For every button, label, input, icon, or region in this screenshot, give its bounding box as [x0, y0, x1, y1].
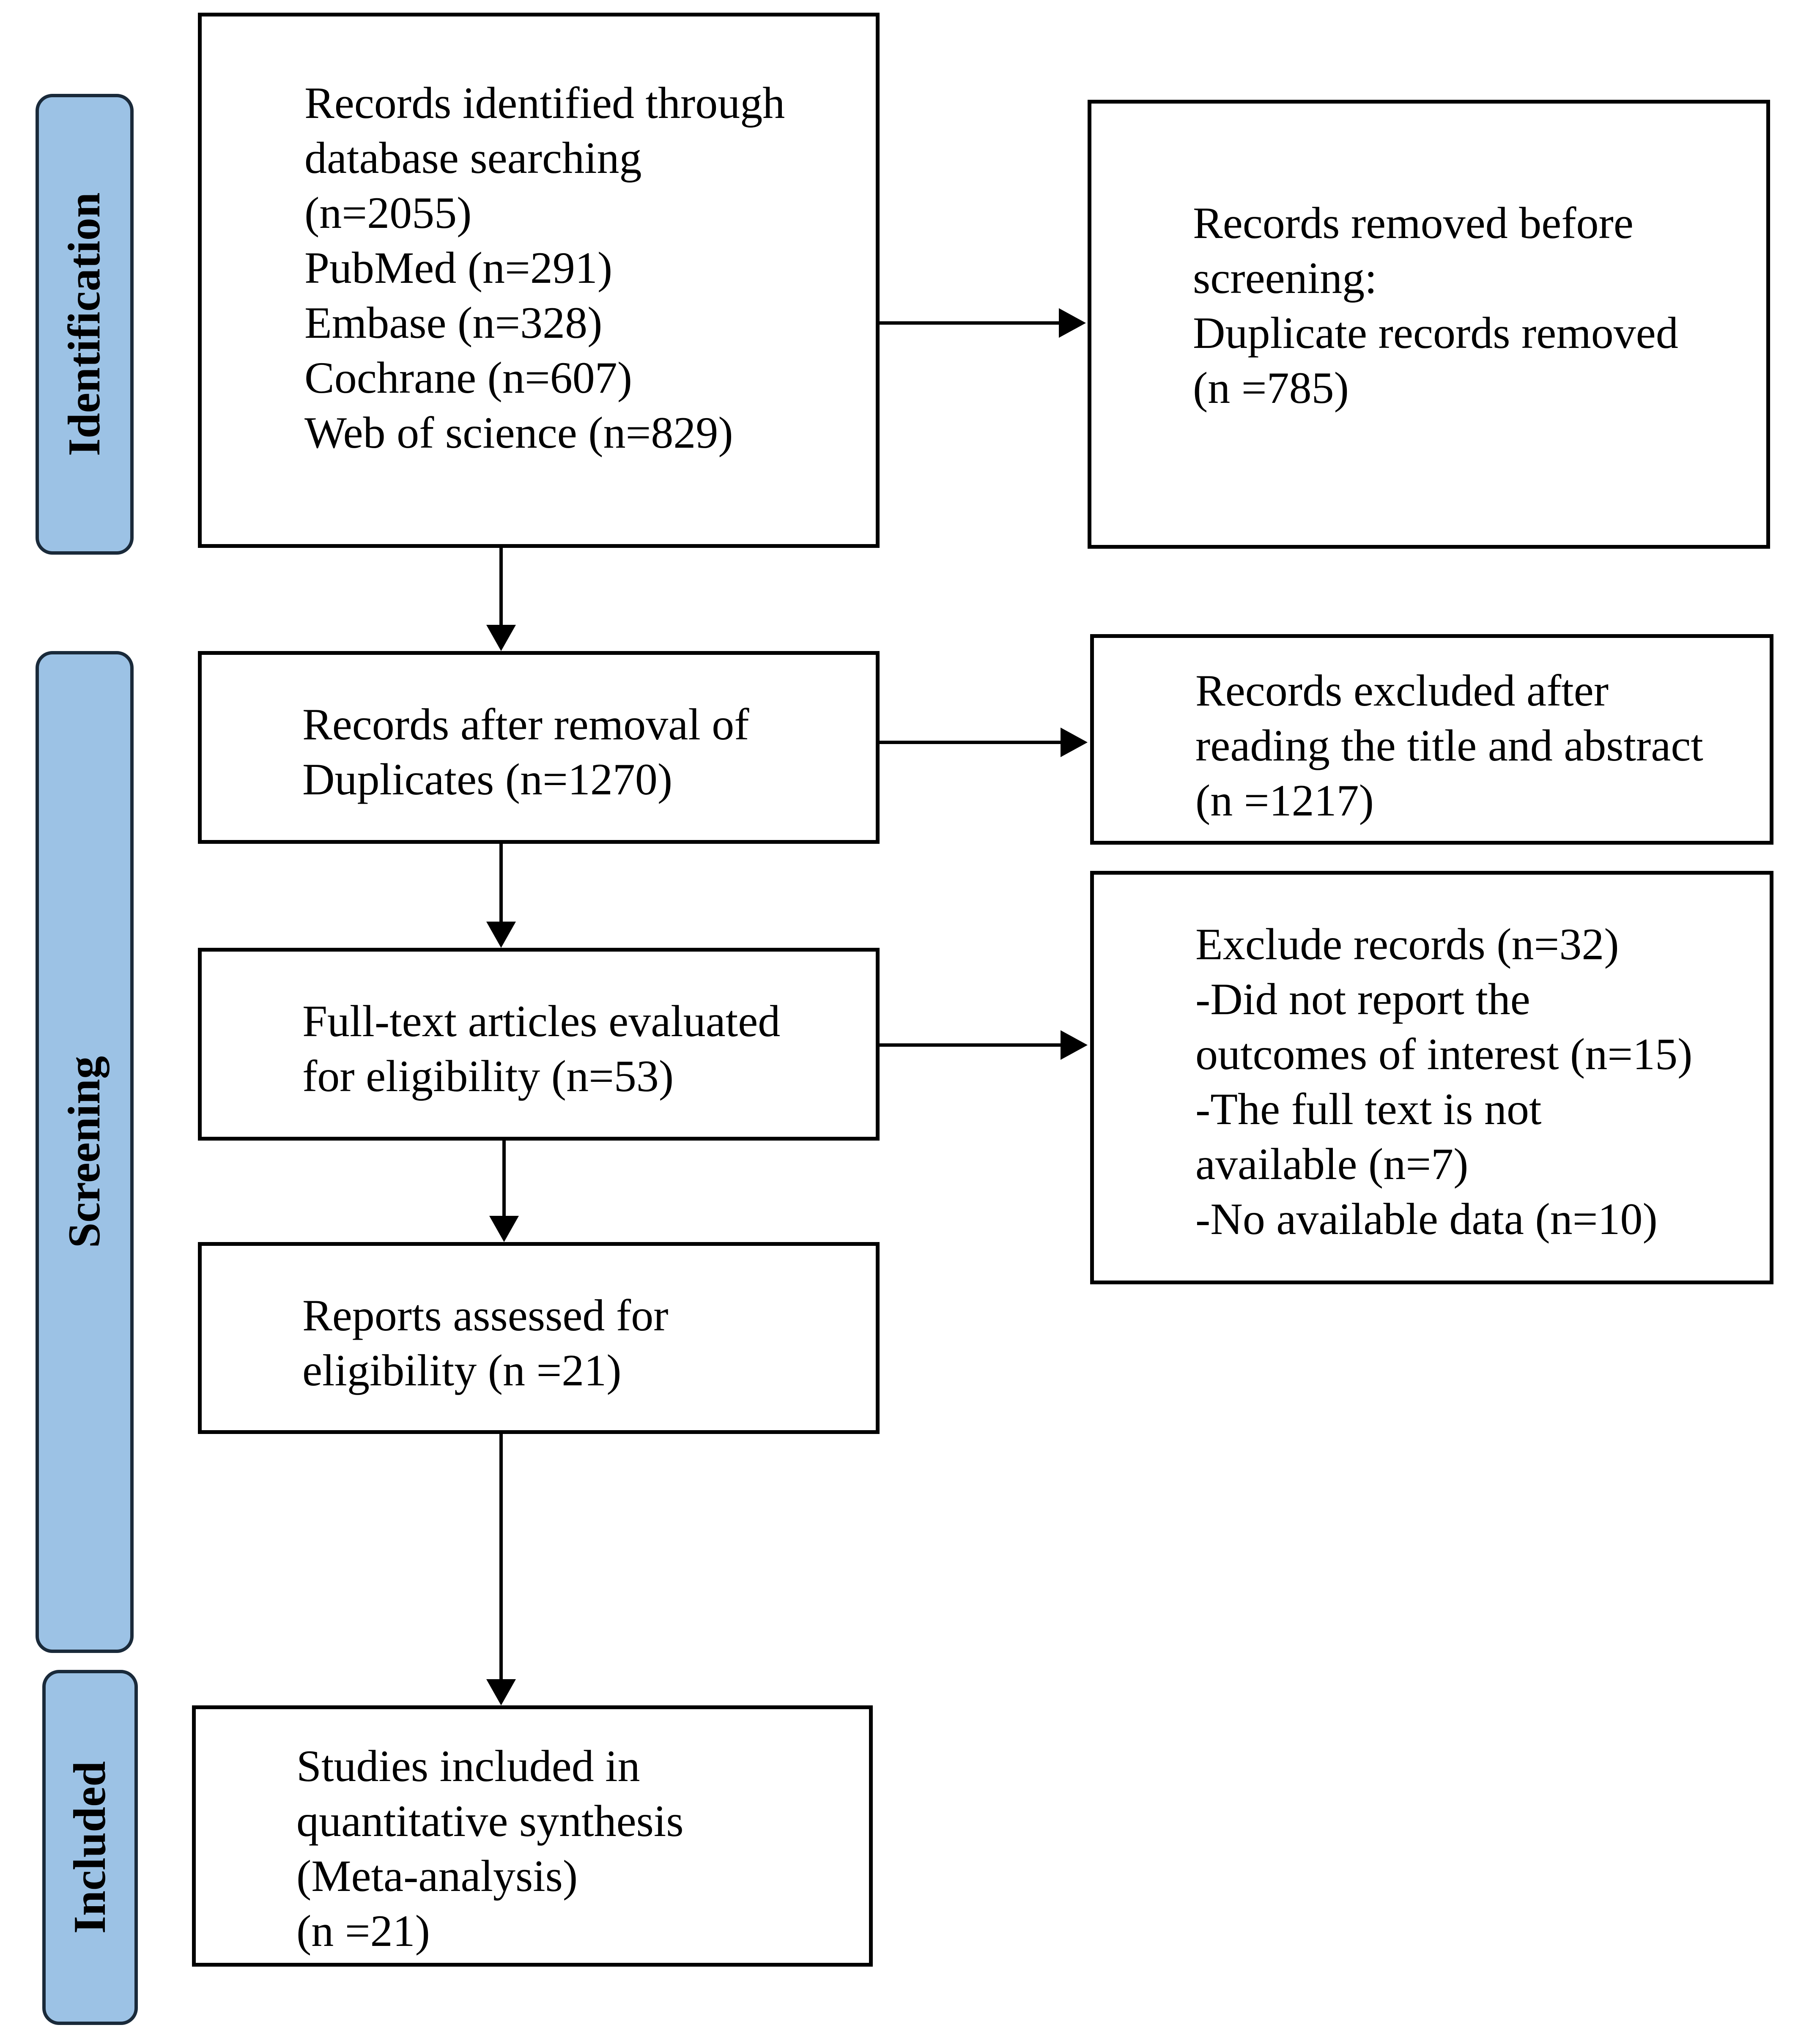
- phase-included: Included: [42, 1670, 138, 2025]
- box-studies-included: Studies included in quantitative synthes…: [192, 1705, 873, 1967]
- identified-line-7: Web of science (n=829): [304, 408, 733, 457]
- arrow-reports-to-included: [486, 1434, 516, 1705]
- box-fulltext-evaluated: Full-text articles evaluated for eligibi…: [198, 948, 880, 1141]
- after-duplicates-line-2: Duplicates (n=1270): [302, 755, 673, 804]
- excluded-ta-line-1: Records excluded after: [1195, 666, 1609, 715]
- excluded-line-6: -No available data (n=10): [1195, 1194, 1658, 1244]
- phase-screening: Screening: [36, 651, 134, 1653]
- arrow-fulltext-to-reports: [489, 1141, 519, 1242]
- reports-line-1: Reports assessed for: [302, 1291, 669, 1340]
- included-line-1: Studies included in: [296, 1741, 640, 1791]
- identified-line-5: Embase (n=328): [304, 298, 603, 348]
- included-line-4: (n =21): [296, 1906, 430, 1956]
- arrow-fulltext-to-excluded-records: [880, 1030, 1088, 1060]
- phase-identification: Identification: [36, 94, 134, 555]
- identified-line-3: (n=2055): [304, 188, 472, 238]
- arrow-after-duplicates-to-fulltext: [486, 844, 516, 948]
- box-records-excluded-title-abstract: Records excluded after reading the title…: [1090, 634, 1773, 845]
- box-excluded-records: Exclude records (n=32) -Did not report t…: [1090, 871, 1773, 1284]
- excluded-line-3: outcomes of interest (n=15): [1195, 1029, 1693, 1079]
- arrow-identified-to-after-duplicates: [486, 548, 516, 651]
- identified-line-6: Cochrane (n=607): [304, 353, 633, 402]
- reports-line-2: eligibility (n =21): [302, 1346, 622, 1395]
- after-duplicates-line-1: Records after removal of: [302, 700, 749, 749]
- fulltext-line-1: Full-text articles evaluated: [302, 996, 781, 1046]
- excluded-line-1: Exclude records (n=32): [1195, 919, 1619, 969]
- removed-line-4: (n =785): [1193, 363, 1349, 413]
- box-reports-assessed: Reports assessed for eligibility (n =21): [198, 1242, 880, 1434]
- box-records-after-duplicates: Records after removal of Duplicates (n=1…: [198, 651, 880, 844]
- excluded-line-5: available (n=7): [1195, 1139, 1469, 1189]
- identified-line-4: PubMed (n=291): [304, 243, 613, 293]
- box-records-identified: Records identified through database sear…: [198, 13, 880, 548]
- identified-line-1: Records identified through: [304, 78, 785, 128]
- excluded-line-2: -Did not report the: [1195, 974, 1530, 1024]
- excluded-ta-line-2: reading the title and abstract: [1195, 721, 1703, 770]
- box-records-removed-before-screening: Records removed before screening: Duplic…: [1088, 100, 1770, 549]
- included-line-3: (Meta-analysis): [296, 1851, 578, 1901]
- fulltext-line-2: for eligibility (n=53): [302, 1051, 674, 1101]
- included-line-2: quantitative synthesis: [296, 1796, 684, 1846]
- removed-line-3: Duplicate records removed: [1193, 308, 1678, 358]
- arrow-identified-to-removed: [880, 308, 1086, 338]
- excluded-ta-line-3: (n =1217): [1195, 776, 1374, 825]
- excluded-line-4: -The full text is not: [1195, 1084, 1542, 1134]
- removed-line-2: screening:: [1193, 253, 1377, 303]
- identified-line-2: database searching: [304, 133, 642, 183]
- removed-line-1: Records removed before: [1193, 198, 1634, 248]
- arrow-after-duplicates-to-excluded-ta: [880, 728, 1088, 757]
